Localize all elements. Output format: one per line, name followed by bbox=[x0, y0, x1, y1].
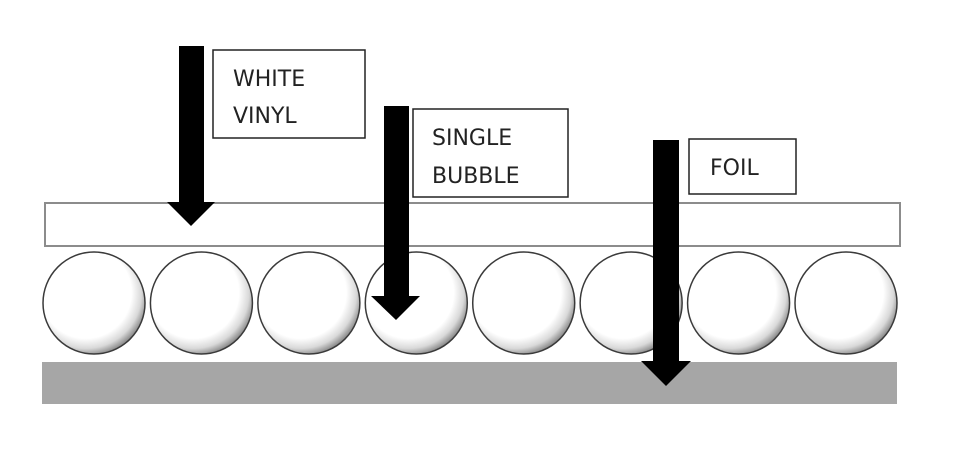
foil-layer bbox=[42, 362, 897, 404]
white-vinyl-label-line-2: VINYL bbox=[233, 104, 297, 129]
bubble bbox=[42, 251, 146, 355]
white-vinyl-layer bbox=[44, 202, 901, 247]
single-bubble-label: SINGLE BUBBLE bbox=[412, 108, 569, 198]
bubble bbox=[149, 251, 254, 355]
single-bubble-label-line-2: BUBBLE bbox=[432, 164, 520, 189]
white-vinyl-label-line-1: WHITE bbox=[233, 67, 305, 92]
bubble bbox=[471, 251, 576, 355]
bubble bbox=[794, 251, 898, 355]
white-vinyl-label: WHITE VINYL bbox=[212, 49, 366, 139]
white-vinyl-arrow bbox=[167, 46, 215, 226]
bubble bbox=[686, 251, 791, 355]
foil-arrow bbox=[641, 140, 691, 386]
foil-label: FOIL bbox=[688, 138, 797, 195]
single-bubble-label-line-1: SINGLE bbox=[432, 126, 512, 151]
foil-label-line-1: FOIL bbox=[710, 156, 759, 181]
bubble-row bbox=[42, 251, 898, 355]
single-bubble-arrow bbox=[371, 106, 420, 320]
bubble bbox=[257, 251, 361, 355]
